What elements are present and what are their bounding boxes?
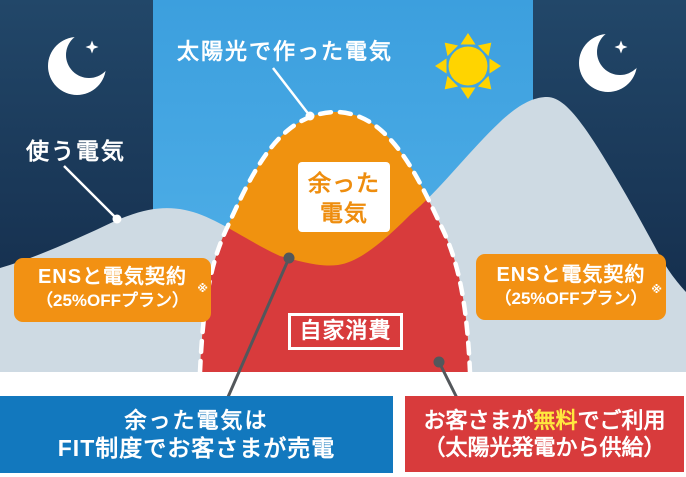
leader-line-free-callout (433, 356, 459, 399)
ens-badge-left-note-mark: ※ (197, 283, 208, 295)
solar-generated-label: 太陽光で作った電気 (177, 39, 394, 64)
surplus-label-line1: 余った (308, 170, 380, 196)
electricity-used-label: 使う電気 (26, 138, 126, 164)
leader-line-usage-label (63, 165, 122, 224)
free-callout-line2: （太陽光発電から供給） (423, 435, 666, 460)
moon-icon-right (579, 34, 637, 92)
surplus-electricity-label: 余った 電気 (298, 162, 390, 232)
free-callout-line1-pre: お客さまが (423, 408, 534, 433)
surplus-label-line2: 電気 (320, 200, 368, 226)
fit-callout-line1: 余った電気は (124, 408, 269, 433)
fit-sale-callout: 余った電気は FIT制度でお客さまが売電 (0, 396, 393, 473)
ens-badge-right-note-mark: ※ (651, 284, 662, 296)
ens-contract-badge-right: ENSと電気契約 （25%OFFプラン） ※ (476, 254, 666, 320)
leader-line-fit-callout (226, 252, 295, 398)
ens-badge-left-line2: （25%OFFプラン） (35, 291, 190, 310)
free-callout-line1: お客さまが無料でご利用 (405, 407, 684, 434)
free-use-callout: お客さまが無料でご利用 （太陽光発電から供給） (405, 396, 684, 472)
ens-badge-right-line1: ENSと電気契約 (496, 264, 646, 286)
fit-callout-line2: FIT制度でお客さまが売電 (57, 435, 336, 461)
ens-contract-badge-left: ENSと電気契約 （25%OFFプラン） ※ (14, 258, 211, 322)
ens-badge-left-line1: ENSと電気契約 (37, 266, 188, 288)
ens-badge-right-line2: （25%OFFプラン） (494, 289, 648, 308)
free-callout-line1-post: でご利用 (577, 408, 666, 433)
free-callout-highlight: 無料 (533, 408, 578, 433)
self-consumption-label: 自家消費 (288, 313, 403, 350)
leader-line-solar-label (272, 67, 315, 121)
moon-icon-left (48, 37, 106, 95)
sun-icon (435, 33, 501, 99)
